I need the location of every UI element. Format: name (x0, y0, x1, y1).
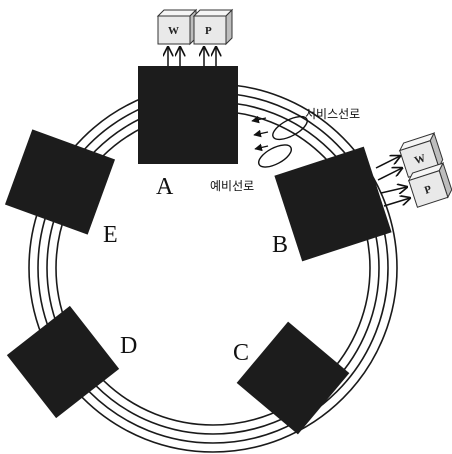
node-e-box (5, 129, 115, 234)
backup-line-marker (255, 140, 294, 171)
node-d-label: D (120, 333, 137, 359)
backup-line-callout: 예비선로 (210, 179, 254, 193)
endpoint-top-arrows (168, 47, 216, 66)
endpoint-top-p: P (194, 10, 232, 44)
node-a-label: A (156, 174, 174, 200)
node-c-box (237, 322, 350, 435)
node-b-box (274, 147, 391, 262)
arrow-b-to-p-1 (381, 187, 407, 193)
node-d: D (7, 306, 137, 418)
endpoint-top-p-side (226, 10, 232, 44)
node-d-box (7, 306, 119, 418)
node-a-box (138, 66, 238, 164)
endpoint-pair-right: W P (376, 133, 452, 207)
endpoint-top-p-letter: P (205, 25, 212, 37)
endpoint-top-w-letter: W (168, 25, 179, 37)
endpoint-top-w: W (158, 10, 196, 44)
service-direction-arrow-2 (254, 132, 268, 135)
service-line-callout: 서비스선로 (305, 107, 360, 121)
direction-arrows (252, 118, 268, 149)
node-c: C (233, 322, 349, 435)
arrow-b-to-w-1 (376, 156, 400, 168)
node-e-label: E (103, 222, 118, 248)
node-b-label: B (272, 232, 288, 258)
endpoint-pair-top: W P (158, 10, 232, 66)
arrow-b-to-w-2 (378, 168, 402, 180)
node-b: B (272, 147, 392, 262)
arrow-b-to-p-2 (384, 198, 410, 206)
backup-direction-arrow (255, 146, 268, 149)
node-c-label: C (233, 340, 249, 366)
